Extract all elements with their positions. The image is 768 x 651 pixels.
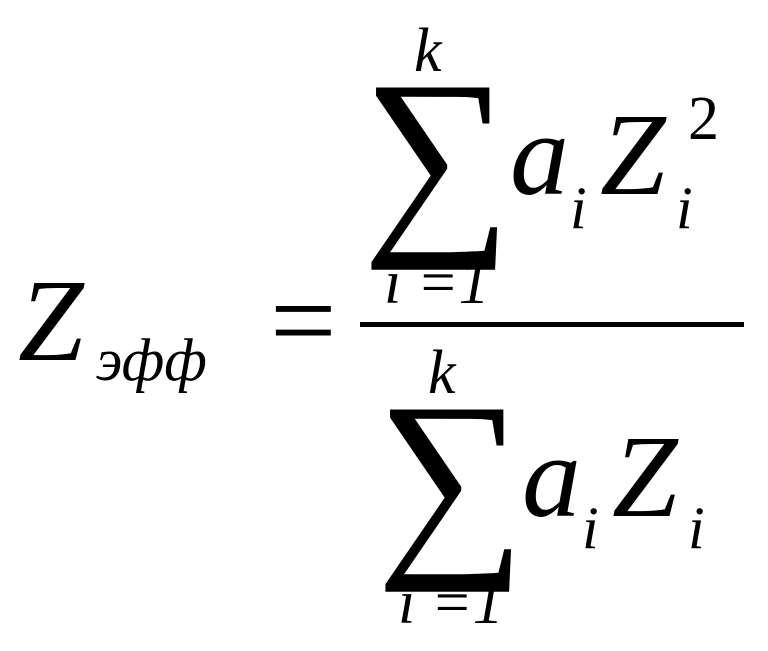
numerator-lower-limit: i =1 xyxy=(384,249,490,317)
denominator-variable: Z xyxy=(612,411,678,542)
denominator-coefficient-index: i xyxy=(582,495,599,561)
numerator-upper-limit: k xyxy=(414,17,442,85)
numerator-variable: Z xyxy=(600,89,666,220)
numerator-exponent: 2 xyxy=(688,85,719,153)
numerator-coefficient-index: i xyxy=(570,175,587,241)
numerator-sum-symbol: ∑ xyxy=(362,39,512,271)
denominator-variable-index: i xyxy=(688,495,705,561)
fraction-bar xyxy=(360,322,744,327)
denominator-sum-symbol: ∑ xyxy=(376,361,526,593)
lhs-symbol: Z xyxy=(18,255,84,386)
denominator-coefficient: a xyxy=(522,411,581,542)
denominator-lower-limit: i =1 xyxy=(398,569,504,637)
lhs-subscript: эфф xyxy=(96,327,207,393)
denominator-upper-limit: k xyxy=(428,339,456,407)
numerator-coefficient: a xyxy=(510,89,569,220)
equals-sign: = xyxy=(270,255,337,386)
numerator-variable-index: i xyxy=(676,175,693,241)
